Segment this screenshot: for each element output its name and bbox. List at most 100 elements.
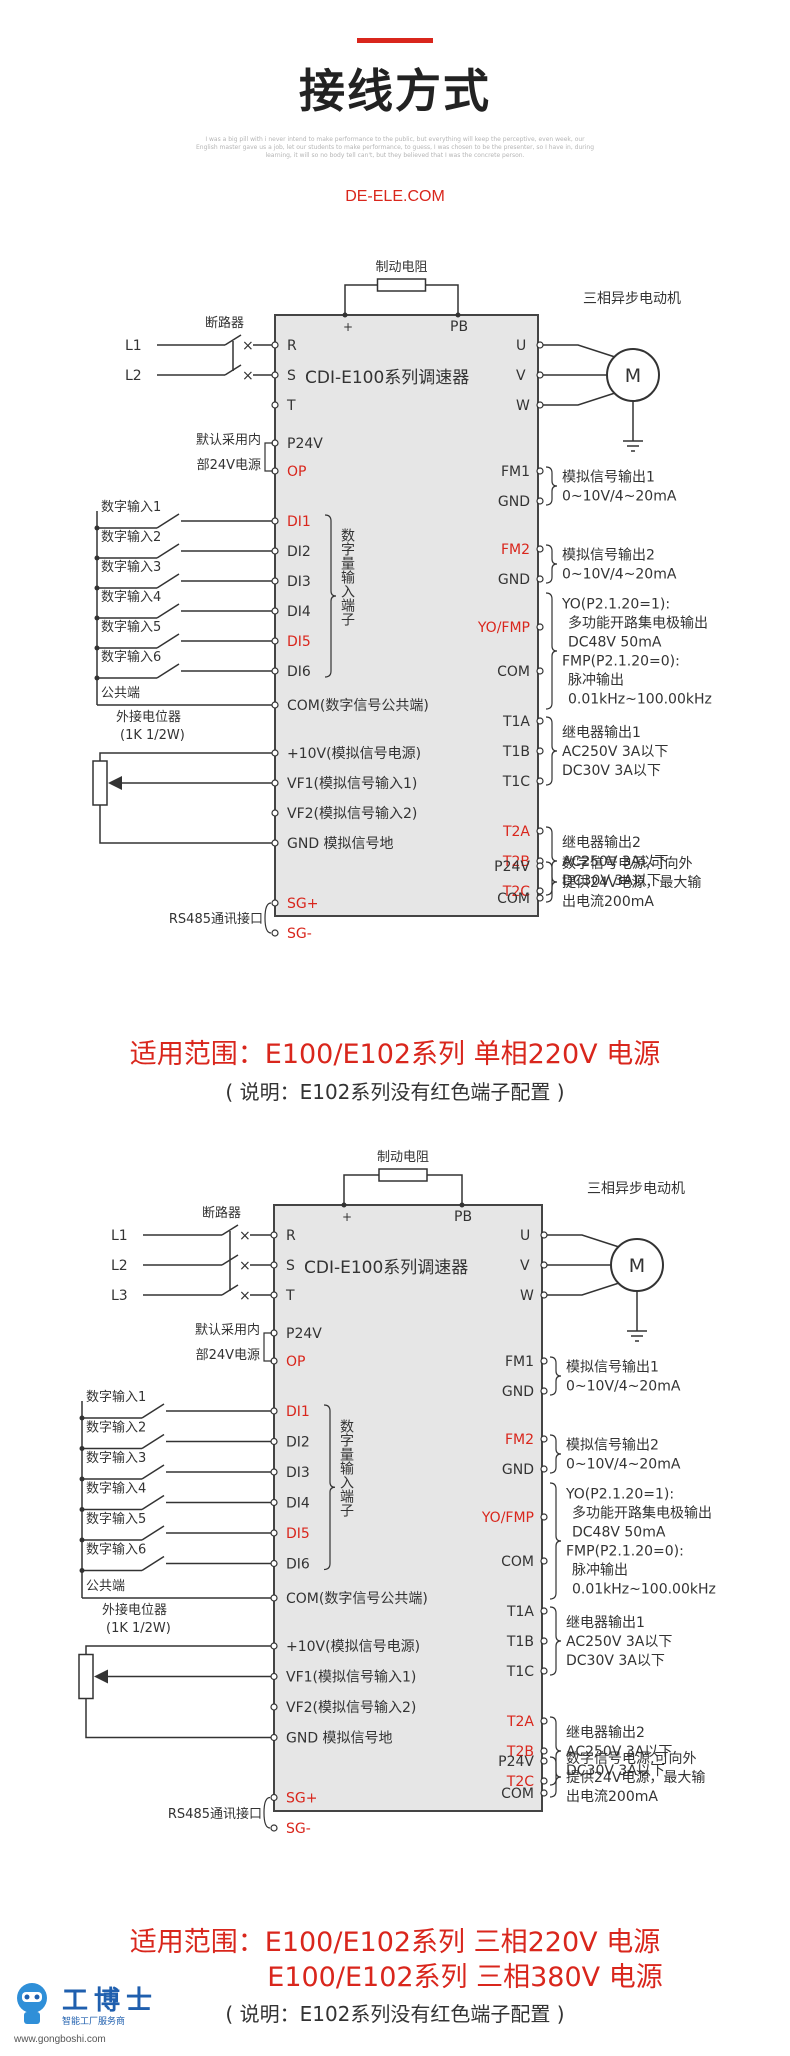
switch-contact xyxy=(156,633,180,649)
di-group-brace xyxy=(324,514,337,678)
junction-dot xyxy=(341,1202,347,1208)
input-terminal-t: T xyxy=(286,398,296,414)
terminal-node xyxy=(536,894,544,902)
terminal-node xyxy=(271,607,279,615)
motor-wire-u xyxy=(543,344,616,358)
switch-contact xyxy=(141,1525,165,1541)
terminal-node xyxy=(271,929,279,937)
logo-url[interactable]: www.gongboshi.com xyxy=(14,2034,106,2045)
fm1-desc-line-1: 模拟信号输出1 xyxy=(566,1360,659,1376)
relay2-desc-line-3: DC30V 3A以下 xyxy=(562,873,661,889)
junction-dot xyxy=(94,645,100,651)
pot-wire-top xyxy=(85,1645,271,1655)
motor-symbol: M xyxy=(629,1255,645,1277)
analog-terminal-1: +10V(模拟信号电源) xyxy=(287,746,421,762)
right-terminal-11: T2B xyxy=(506,1744,534,1760)
p24-desc-line-2: 提供24V电源，最大输 xyxy=(566,1770,705,1786)
brand-link[interactable]: DE-ELE.COM xyxy=(345,188,445,205)
right-terminal-12: T2C xyxy=(506,1774,534,1790)
breaker-label: 断路器 xyxy=(205,315,244,331)
right-terminal-5: YO/FMP xyxy=(481,1510,534,1526)
yo-desc-line-1: YO(P2.1.20=1): xyxy=(561,597,670,613)
terminal-node xyxy=(271,701,279,709)
right-terminal-9: T1C xyxy=(502,774,530,790)
p24-op-jumper xyxy=(264,442,273,472)
wiring-diagram-three-phase: CDI-E100系列调速器制动电阻+PBRST断路器L1×L2×L3×UVWM三… xyxy=(78,1150,716,1837)
di-group-brace xyxy=(323,1404,336,1571)
pot-wire-bottom xyxy=(99,805,272,844)
terminal-node xyxy=(270,1594,278,1602)
terminal-node xyxy=(536,467,544,475)
yo-desc-line-5: 脉冲输出 xyxy=(572,1563,628,1579)
yo-desc-brace xyxy=(545,592,558,710)
terminal-node xyxy=(271,341,279,349)
terminal-node xyxy=(540,1667,548,1675)
right-terminal-6: COM xyxy=(497,664,530,680)
motor-wire-u xyxy=(547,1234,620,1248)
line-l1: L1 xyxy=(125,338,142,354)
fm2-desc-brace xyxy=(545,544,558,584)
right-terminal-10: T2A xyxy=(502,824,530,840)
junction-dot xyxy=(94,585,100,591)
motor-label: 三相异步电动机 xyxy=(583,291,681,307)
switch-contact xyxy=(141,1555,165,1572)
right-terminal-13: P24V xyxy=(498,1754,534,1770)
p24-desc-line-3: 出电流200mA xyxy=(566,1789,658,1805)
right-terminal-6: COM xyxy=(501,1554,534,1570)
relay2-desc-brace xyxy=(545,826,558,896)
right-terminal-8: T1B xyxy=(502,744,530,760)
digital-input-label-5: 数字输入5 xyxy=(86,1511,146,1527)
plus-terminal: + xyxy=(342,1210,352,1224)
switch-contact xyxy=(141,1433,165,1450)
wiring-diagram-single-phase: CDI-E100系列调速器制动电阻+PBRST断路器L1×L2×UVWM三相异步… xyxy=(92,260,712,942)
right-terminal-1: FM1 xyxy=(501,464,530,480)
relay1-desc-line-1: 继电器输出1 xyxy=(562,725,641,741)
fm1-desc-brace xyxy=(549,1356,562,1396)
yo-desc-line-1: YO(P2.1.20=1): xyxy=(565,1487,674,1503)
di-terminal-2: DI2 xyxy=(287,544,311,560)
brake-resistor-symbol xyxy=(376,278,427,292)
di-terminal-2: DI2 xyxy=(286,1435,310,1451)
switch-contact xyxy=(141,1403,165,1419)
relay2-desc-line-2: AC250V 3A以下 xyxy=(562,854,668,870)
terminal-node xyxy=(271,637,279,645)
junction-dot xyxy=(94,615,100,621)
brake-resistor-symbol xyxy=(378,1168,428,1182)
digital-input-label-1: 数字输入1 xyxy=(101,499,161,515)
p24-desc-brace xyxy=(545,861,558,903)
terminal-node xyxy=(540,1435,548,1443)
fm2-desc-line-1: 模拟信号输出2 xyxy=(562,548,655,564)
relay2-desc-line-3: DC30V 3A以下 xyxy=(566,1763,665,1779)
input-terminal-r: R xyxy=(286,1228,296,1244)
digital-input-label-2: 数字输入2 xyxy=(101,529,161,545)
potentiometer-label-1: 外接电位器 xyxy=(116,709,181,725)
terminal-node xyxy=(540,1291,548,1299)
terminal-node xyxy=(270,1498,278,1507)
right-terminal-4: GND xyxy=(502,1462,534,1478)
relay2-desc-line-2: AC250V 3A以下 xyxy=(566,1744,672,1760)
switch-contact xyxy=(141,1464,165,1480)
switch-contact xyxy=(156,663,180,679)
terminal-node xyxy=(540,1757,548,1765)
p24v-terminal: P24V xyxy=(286,1326,322,1342)
applicable-range-1: 适用范围：E100/E102系列 单相220V 电源 xyxy=(129,1039,661,1070)
switch-contact xyxy=(141,1494,165,1511)
sg-terminal-2: SG- xyxy=(287,926,312,942)
analog-terminal-3: VF2(模拟信号输入2) xyxy=(286,1700,416,1716)
fm2-desc-line-2: 0~10V/4~20mA xyxy=(566,1457,681,1473)
terminal-node xyxy=(270,1642,278,1650)
page-title: 接线方式 xyxy=(299,64,491,118)
right-terminal-2: GND xyxy=(502,1384,534,1400)
com-terminal: COM(数字信号公共端) xyxy=(287,698,429,714)
right-terminal-7: T1A xyxy=(506,1604,534,1620)
output-terminal-w: W xyxy=(516,398,530,414)
op-terminal: OP xyxy=(287,464,306,480)
motor-symbol: M xyxy=(625,365,641,387)
terminal-node xyxy=(536,777,544,785)
pb-terminal: PB xyxy=(454,1209,472,1225)
relay1-desc-line-3: DC30V 3A以下 xyxy=(562,763,661,779)
p24-desc-line-1: 数字信号电源,可向外 xyxy=(562,856,692,872)
terminal-node xyxy=(270,1261,278,1269)
company-logo[interactable]: 工博士 智能工厂服务商 www.gongboshi.com xyxy=(6,1978,206,2050)
sg-terminal-1: SG+ xyxy=(287,896,318,912)
